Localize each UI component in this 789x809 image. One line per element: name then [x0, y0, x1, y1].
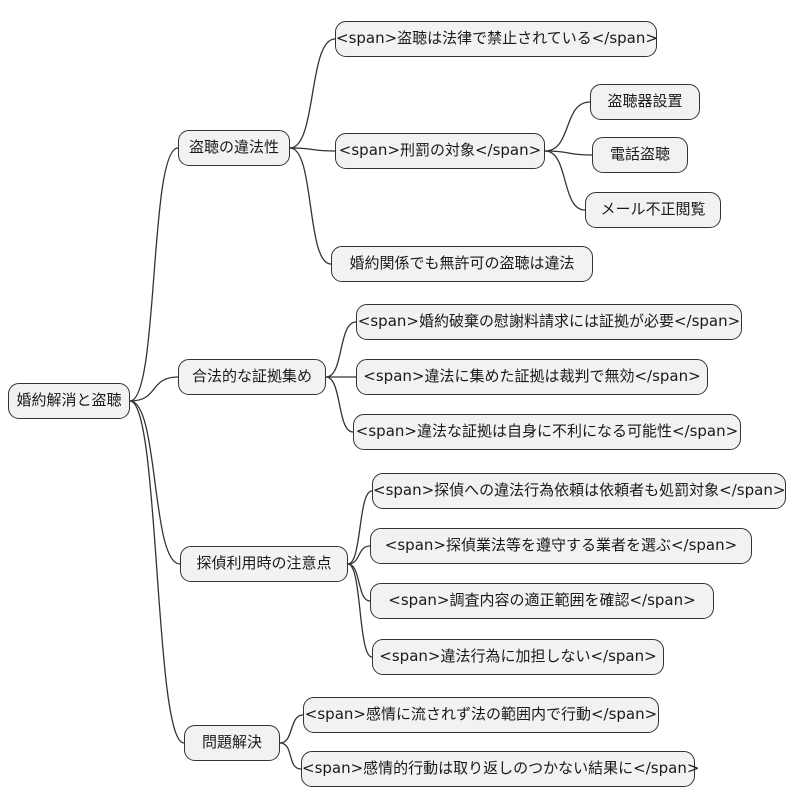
edge-penalty-sub3 — [544, 150, 586, 211]
node-leaf-penalty-target: <span>刑罰の対象</span> — [335, 133, 545, 169]
node-sub-email-snooping: メール不正閲覧 — [585, 192, 721, 228]
edge-branch1-leaf2 — [289, 147, 336, 152]
edge-branch1-leaf3 — [289, 147, 332, 265]
edge-branch4-leaf1 — [279, 714, 304, 744]
node-leaf-client-punished: <span>探偵への違法行為依頼は依頼者も処罰対象</span> — [372, 473, 786, 509]
node-branch-illegality: 盗聴の違法性 — [178, 130, 290, 166]
edge-branch1-leaf1 — [289, 38, 336, 149]
node-leaf-emotional-result: <span>感情的行動は取り返しのつかない結果に</span> — [301, 751, 699, 787]
edge-branch3-leaf4 — [347, 563, 373, 658]
node-leaf-evidence-needed: <span>婚約破棄の慰謝料請求には証拠が必要</span> — [356, 304, 742, 340]
edge-root-branch3 — [129, 400, 181, 565]
node-root: 婚約解消と盗聴 — [8, 383, 130, 419]
node-leaf-engagement-illegal: 婚約関係でも無許可の盗聴は違法 — [331, 246, 593, 282]
node-leaf-evidence-backfire: <span>違法な証拠は自身に不利になる可能性</span> — [353, 414, 741, 450]
node-leaf-evidence-invalid: <span>違法に集めた証拠は裁判で無効</span> — [356, 359, 708, 395]
edge-root-branch4 — [129, 400, 185, 744]
node-sub-phone-tapping: 電話盗聴 — [592, 137, 688, 173]
edge-branch2-leaf1 — [325, 321, 357, 378]
edge-branch3-leaf1 — [347, 490, 373, 565]
edge-root-branch2 — [129, 376, 179, 402]
node-branch-problem-solving: 問題解決 — [184, 725, 280, 761]
node-branch-legal-evidence: 合法的な証拠集め — [178, 359, 326, 395]
node-leaf-no-complicity: <span>違法行為に加担しない</span> — [372, 639, 664, 675]
edge-root-branch1 — [129, 147, 179, 402]
edge-branch4-leaf2 — [279, 742, 302, 770]
edge-branch2-leaf3 — [325, 376, 354, 433]
node-sub-bug-installation: 盗聴器設置 — [590, 84, 700, 120]
edge-penalty-sub2 — [544, 150, 593, 156]
edge-penalty-sub1 — [544, 101, 591, 152]
node-leaf-choose-compliant: <span>探偵業法等を遵守する業者を選ぶ</span> — [370, 528, 752, 564]
edge-branch3-leaf2 — [347, 545, 371, 565]
node-leaf-law-prohibited: <span>盗聴は法律で禁止されている</span> — [335, 21, 658, 57]
edge-branch3-leaf3 — [347, 563, 371, 602]
node-leaf-check-scope: <span>調査内容の適正範囲を確認</span> — [370, 583, 714, 619]
node-branch-detective-notes: 探偵利用時の注意点 — [180, 546, 348, 582]
node-leaf-act-within-law: <span>感情に流されず法の範囲内で行動</span> — [303, 697, 659, 733]
